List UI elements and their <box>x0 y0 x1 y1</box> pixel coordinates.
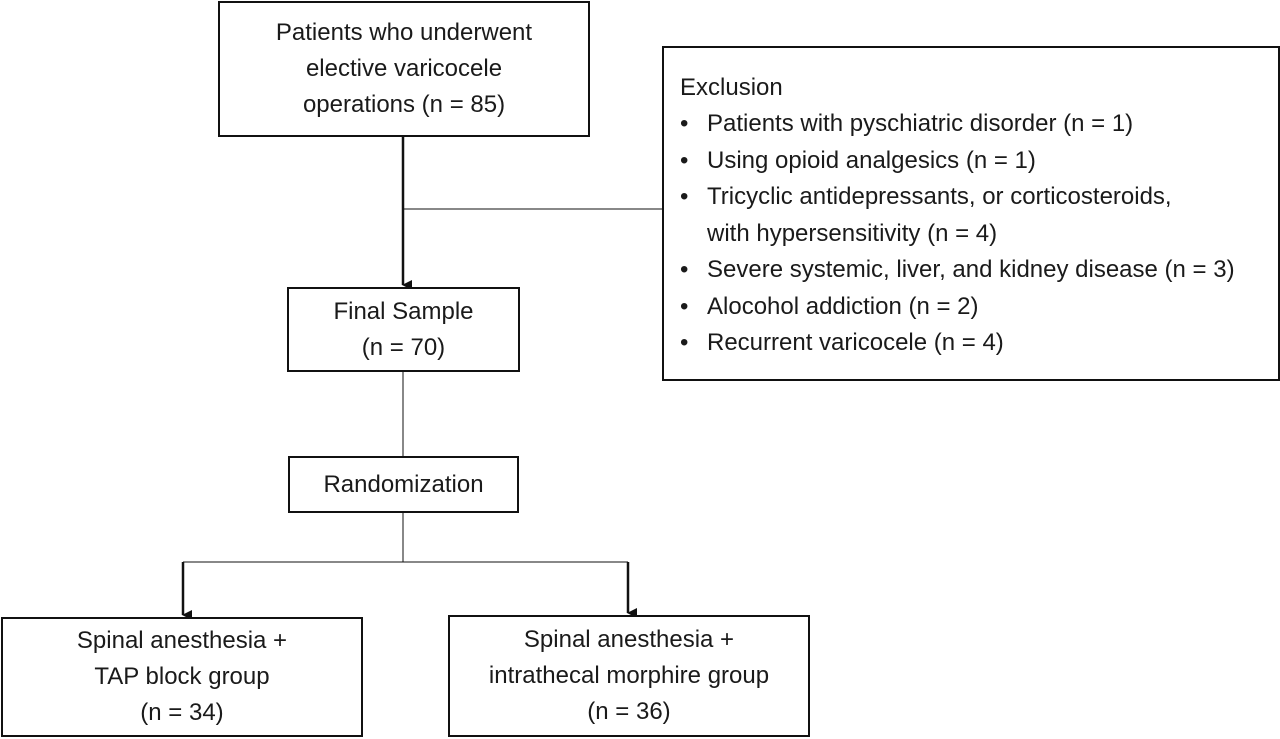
exclusion-item-text: Recurrent varicocele (n = 4) <box>707 329 1004 356</box>
patients-line-2: elective varicocele <box>305 55 503 82</box>
exclusion-item: Tricyclic antidepressants, or corticoste… <box>680 179 1278 252</box>
exclusion-item-text: Tricyclic antidepressants, or corticoste… <box>707 183 1172 210</box>
exclusion-box: Exclusion Patients with pyschiatric diso… <box>662 46 1280 381</box>
tap-group-line-2: TAP block group <box>94 663 270 690</box>
randomization-box: Randomization <box>288 456 519 513</box>
exclusion-list: Patients with pyschiatric disorder (n = … <box>680 106 1278 362</box>
exclusion-item: Alocohol addiction (n = 2) <box>680 289 1278 326</box>
exclusion-item-text: Patients with pyschiatric disorder (n = … <box>707 110 1134 137</box>
tap-group-count: (n = 34) <box>140 699 224 726</box>
patients-box: Patients who underwent elective varicoce… <box>218 1 590 137</box>
patients-line-1: Patients who underwent <box>275 19 533 46</box>
tap-block-group-box: Spinal anesthesia + TAP block group (n =… <box>1 617 363 737</box>
exclusion-item: Patients with pyschiatric disorder (n = … <box>680 106 1278 143</box>
exclusion-item-text: Using opioid analgesics (n = 1) <box>707 146 1036 174</box>
final-sample-box: Final Sample (n = 70) <box>287 287 520 372</box>
final-sample-count: (n = 70) <box>361 333 446 361</box>
exclusion-item: Recurrent varicocele (n = 4) <box>680 325 1278 362</box>
patients-line-3: operations (n = 85) <box>302 91 506 118</box>
tap-group-line-1: Spinal anesthesia + <box>76 627 288 654</box>
morphine-group-count: (n = 36) <box>587 698 671 725</box>
final-sample-label: Final Sample <box>333 297 474 325</box>
morphine-group-box: Spinal anesthesia + intrathecal morphire… <box>448 615 810 737</box>
morphine-group-line-1: Spinal anesthesia + <box>523 626 735 653</box>
exclusion-item-text-continued: with hypersensitivity (n = 4) <box>707 219 998 247</box>
morphine-group-line-2: intrathecal morphire group <box>488 662 770 689</box>
randomization-label: Randomization <box>323 470 484 498</box>
exclusion-item-text: Severe systemic, liver, and kidney disea… <box>707 256 1235 283</box>
exclusion-item: Severe systemic, liver, and kidney disea… <box>680 252 1278 289</box>
exclusion-title: Exclusion <box>680 74 783 101</box>
exclusion-item-text: Alocohol addiction (n = 2) <box>707 292 979 320</box>
exclusion-item: Using opioid analgesics (n = 1) <box>680 143 1278 180</box>
